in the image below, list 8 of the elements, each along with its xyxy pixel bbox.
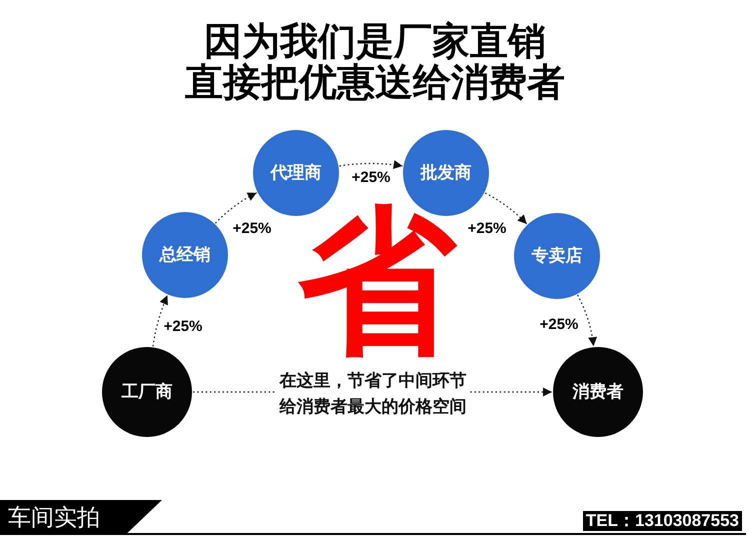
dotted-arrow [214,192,257,224]
dotted-arrow [152,295,168,346]
dotted-arrow [577,294,597,346]
dotted-arrow [339,160,403,170]
section-tab: 车间实拍 [0,500,162,534]
headline-title: 因为我们是厂家直销直接把优惠送给消费者 [185,22,565,104]
dotted-arrow [484,192,528,224]
phone-number: TEL：13103087553 [582,511,742,531]
